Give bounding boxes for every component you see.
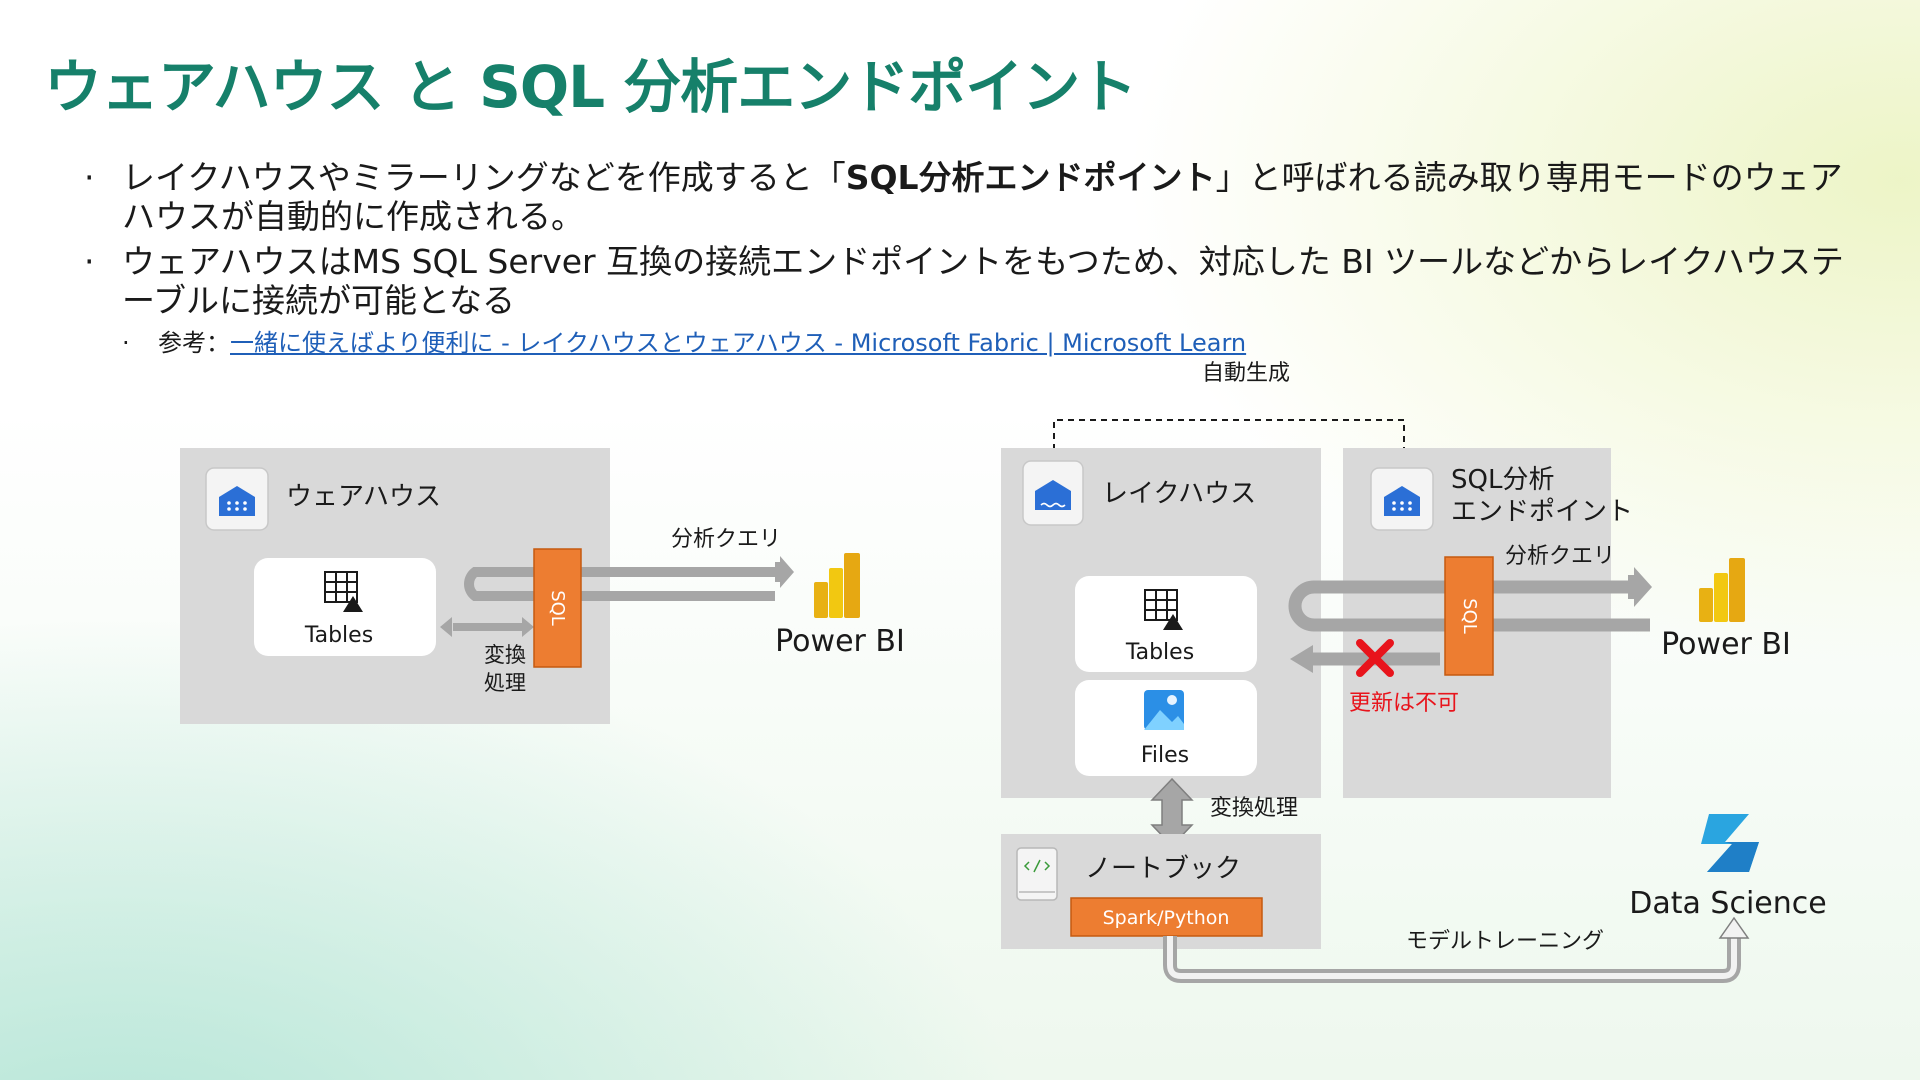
bullet-1-bold: SQL分析エンドポイント bbox=[845, 158, 1216, 197]
lakehouse-title: レイクハウス bbox=[1102, 479, 1256, 509]
endpoint-query-label: 分析クエリ bbox=[1505, 544, 1615, 569]
lakehouse-icon bbox=[1022, 460, 1084, 526]
bullet-2: ウェアハウスはMS SQL Server 互換の接続エンドポイントをもつため、対… bbox=[80, 242, 1860, 320]
reference-link[interactable]: 一緒に使えばより便利に - レイクハウスとウェアハウス - Microsoft … bbox=[230, 329, 1247, 357]
warehouse-tables-card bbox=[254, 558, 436, 656]
warehouse-sql-box bbox=[533, 548, 582, 668]
data-science-label: Data Science bbox=[1629, 886, 1826, 921]
endpoint-sql-box bbox=[1444, 556, 1494, 676]
no-update-label: 更新は不可 bbox=[1349, 691, 1459, 716]
lakehouse-transform-label: 変換処理 bbox=[1210, 796, 1298, 821]
bullet-1-pre: レイクハウスやミラーリングなどを作成すると「 bbox=[122, 158, 846, 197]
powerbi-icon bbox=[814, 553, 860, 618]
table-icon-triangle bbox=[343, 596, 363, 612]
reference-label: 参考： bbox=[158, 329, 230, 357]
warehouse-query-label: 分析クエリ bbox=[671, 527, 781, 552]
spark-python-label: Spark/Python bbox=[1103, 907, 1230, 929]
warehouse-icon bbox=[205, 467, 269, 531]
warehouse-query-arrowhead bbox=[775, 556, 794, 588]
sql-endpoint-icon bbox=[1370, 467, 1434, 531]
model-training-label: モデルトレーニング bbox=[1406, 929, 1604, 954]
lakehouse-tables-label: Tables bbox=[1125, 640, 1194, 665]
auto-generate-arrow bbox=[1053, 419, 1405, 452]
lakehouse-tables-card bbox=[1075, 576, 1257, 672]
warehouse-title: ウェアハウス bbox=[286, 482, 441, 512]
notebook-title: ノートブック bbox=[1085, 854, 1241, 884]
endpoint-query-pipe bbox=[1288, 580, 1650, 632]
endpoint-sql-label: SQL bbox=[1459, 598, 1480, 634]
sql-endpoint-title-2: エンドポイント bbox=[1451, 497, 1633, 527]
warehouse-transform-label-2: 処理 bbox=[484, 671, 526, 695]
endpoint-query-arrowhead bbox=[1628, 567, 1652, 607]
lakehouse-files-label: Files bbox=[1141, 743, 1189, 768]
sql-endpoint-title-1: SQL分析 bbox=[1451, 465, 1554, 495]
warehouse-transform-arrowhead-right bbox=[522, 617, 534, 637]
bullet-1: レイクハウスやミラーリングなどを作成すると「SQL分析エンドポイント」と呼ばれる… bbox=[80, 158, 1860, 236]
lakehouse-table-icon-triangle bbox=[1163, 614, 1183, 630]
lakehouse-table-icon bbox=[1144, 589, 1178, 621]
blocked-x-icon bbox=[1356, 639, 1394, 677]
model-training-arrowhead bbox=[1718, 916, 1750, 939]
table-icon bbox=[324, 571, 358, 603]
endpoint-powerbi-icon bbox=[1699, 558, 1745, 622]
endpoint-powerbi-label: Power BI bbox=[1661, 627, 1791, 662]
image-file-icon bbox=[1144, 690, 1184, 730]
warehouse-transform-label-1: 変換 bbox=[484, 643, 526, 667]
blocked-update-arrowhead bbox=[1290, 645, 1313, 673]
page-title: ウェアハウス と SQL 分析エンドポイント bbox=[44, 53, 1137, 121]
model-training-path-inner bbox=[1167, 936, 1737, 979]
warehouse-sql-label: SQL bbox=[547, 590, 568, 626]
warehouse-powerbi-label: Power BI bbox=[775, 624, 905, 659]
data-science-icon bbox=[1701, 814, 1759, 872]
notebook-icon bbox=[1016, 847, 1058, 901]
bullet-1-post: 」と呼ばれる読み取り専用モードのウェアハウスが自動的に作成される。 bbox=[122, 158, 1843, 236]
spark-python-badge bbox=[1070, 897, 1263, 937]
warehouse-query-pipe bbox=[464, 567, 775, 601]
warehouse-tables-label: Tables bbox=[304, 623, 373, 648]
auto-generate-label: 自動生成 bbox=[1202, 361, 1290, 386]
warehouse-transform-arrowhead-left bbox=[440, 617, 452, 637]
bullet-list: レイクハウスやミラーリングなどを作成すると「SQL分析エンドポイント」と呼ばれる… bbox=[80, 158, 1860, 360]
reference-line: 参考：一緒に使えばより便利に - レイクハウスとウェアハウス - Microso… bbox=[80, 326, 1860, 360]
